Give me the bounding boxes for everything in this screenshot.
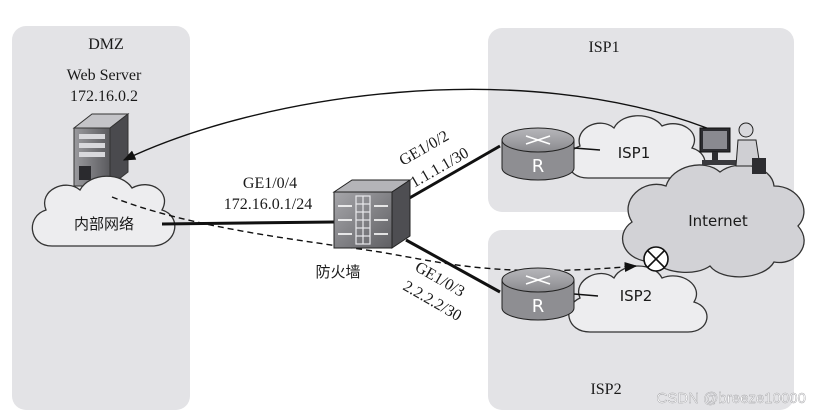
isp2-router-label: R bbox=[532, 296, 545, 317]
link-down-x-icon bbox=[643, 246, 669, 272]
internet-cloud bbox=[622, 164, 805, 278]
isp2-cloud bbox=[568, 265, 708, 333]
watermark: CSDN @breeze10000 bbox=[657, 390, 806, 407]
internal-network-label: 内部网络 bbox=[74, 215, 134, 233]
router-icon-isp2 bbox=[501, 267, 575, 321]
dmz-label: DMZ bbox=[88, 36, 124, 53]
link-firewall-isp1-router bbox=[405, 144, 501, 202]
link-firewall-isp2-router bbox=[405, 238, 501, 294]
link-internal-firewall bbox=[161, 220, 335, 226]
web-server-name: Web Server bbox=[67, 67, 142, 84]
ge4-name-label: GE1/0/4 bbox=[243, 175, 297, 192]
firewall-label: 防火墙 bbox=[315, 263, 360, 281]
isp1-router-label: R bbox=[532, 156, 545, 177]
isp2-cloud-label: ISP2 bbox=[620, 287, 653, 305]
firewall-icon bbox=[332, 179, 412, 249]
link-isp1-router-cloud bbox=[573, 147, 601, 151]
ge4-ip-label: 172.16.0.1/24 bbox=[224, 196, 312, 213]
server-icon bbox=[72, 112, 130, 188]
internet-label: Internet bbox=[688, 212, 748, 230]
user-computer-icon bbox=[699, 122, 766, 174]
router-icon-isp1 bbox=[501, 127, 575, 181]
isp1-zone-label: ISP1 bbox=[588, 39, 619, 56]
link-isp2-router-cloud bbox=[573, 293, 599, 297]
return-path-arrow bbox=[122, 88, 713, 161]
web-server-ip: 172.16.0.2 bbox=[70, 88, 138, 105]
isp2-zone-label: ISP2 bbox=[590, 381, 621, 398]
isp1-cloud-label: ISP1 bbox=[618, 144, 651, 162]
